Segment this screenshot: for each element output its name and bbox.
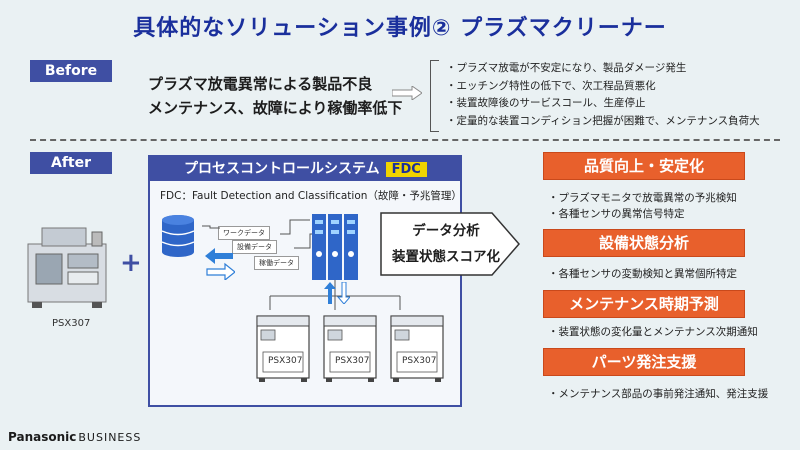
section-divider (30, 139, 780, 141)
machine-label: PSX307 (52, 318, 91, 329)
psx-unit-icon (390, 315, 444, 382)
database-icon (161, 215, 195, 257)
benefit-heading: 設備状態分析 (543, 229, 745, 257)
benefit-details: ・装置状態の変化量とメンテナンス次期通知 (548, 324, 758, 340)
analysis-arrow-shape (380, 212, 520, 276)
benefit-heading: パーツ発注支援 (543, 348, 745, 376)
system-title: プロセスコントロールシステム (184, 161, 380, 177)
updown-arrow-icon (324, 282, 350, 304)
server-icon (312, 214, 358, 280)
brand-division: BUSINESS (78, 431, 142, 444)
plasma-cleaner-machine-icon (27, 227, 107, 308)
analysis-line: データ分析 (412, 223, 480, 239)
list-item: ・メンテナンス部品の事前発注通知、発注支援 (548, 388, 769, 400)
list-item: ・装置故障後のサービスコール、生産停止 (446, 97, 646, 109)
list-item: ・エッチング特性の低下で、次工程品質悪化 (446, 79, 656, 92)
benefit-details: ・各種センサの変動検知と異常個所特定 (548, 266, 737, 282)
analysis-line: 装置状態スコア化 (392, 249, 500, 265)
brand-logo: Panasonic (8, 430, 77, 444)
arrow-right-icon (392, 86, 422, 100)
fdc-tag: FDC (385, 162, 427, 177)
after-label: After (30, 152, 112, 174)
before-main-line: プラズマ放電異常による製品不良 (148, 75, 373, 93)
benefit-details: ・メンテナンス部品の事前発注通知、発注支援 (548, 386, 768, 402)
list-item: ・プラズマモニタで放電異常の予兆検知 (548, 192, 737, 204)
benefit-heading: 品質向上・安定化 (543, 152, 745, 180)
benefit-heading: メンテナンス時期予測 (543, 290, 745, 318)
psx-unit-label: PSX307 (335, 356, 370, 366)
data-label-work: ワークデータ (218, 226, 270, 240)
psx-unit-icon (256, 315, 310, 382)
fdc-subtitle: FDC：Fault Detection and Classification（故… (160, 190, 462, 202)
page-title: 具体的なソリューション事例② プラズマクリーナー (133, 16, 667, 41)
analysis-text: データ分析 装置状態スコア化 (386, 218, 506, 270)
before-main-line: メンテナンス、故障により稼働率低下 (148, 99, 403, 117)
psx-unit-icon (323, 315, 377, 382)
list-item: ・定量的な装置コンディション把握が困難で、メンテナンス負荷大 (446, 114, 760, 127)
before-main-text: プラズマ放電異常による製品不良 メンテナンス、故障により稼働率低下 (148, 72, 402, 120)
before-detail-list: ・プラズマ放電が不安定になり、製品ダメージ発生 ・エッチング特性の低下で、次工程… (446, 60, 760, 130)
psx-unit-label: PSX307 (268, 356, 303, 366)
data-label-equipment: 設備データ (232, 240, 277, 254)
fdc-panel-header: プロセスコントロールシステム FDC (150, 157, 460, 181)
blue-double-arrow-icon (205, 248, 235, 280)
list-item: ・各種センサの変動検知と異常個所特定 (548, 268, 737, 280)
list-item: ・装置状態の変化量とメンテナンス次期通知 (548, 326, 758, 338)
bracket-divider (430, 60, 439, 132)
psx-unit-label: PSX307 (402, 356, 437, 366)
plus-sign: + (120, 248, 142, 278)
before-label: Before (30, 60, 112, 82)
list-item: ・プラズマ放電が不安定になり、製品ダメージ発生 (446, 62, 687, 74)
list-item: ・各種センサの異常信号特定 (548, 208, 685, 220)
data-label-operation: 稼働データ (254, 256, 299, 270)
benefit-details: ・プラズマモニタで放電異常の予兆検知 ・各種センサの異常信号特定 (548, 190, 737, 222)
